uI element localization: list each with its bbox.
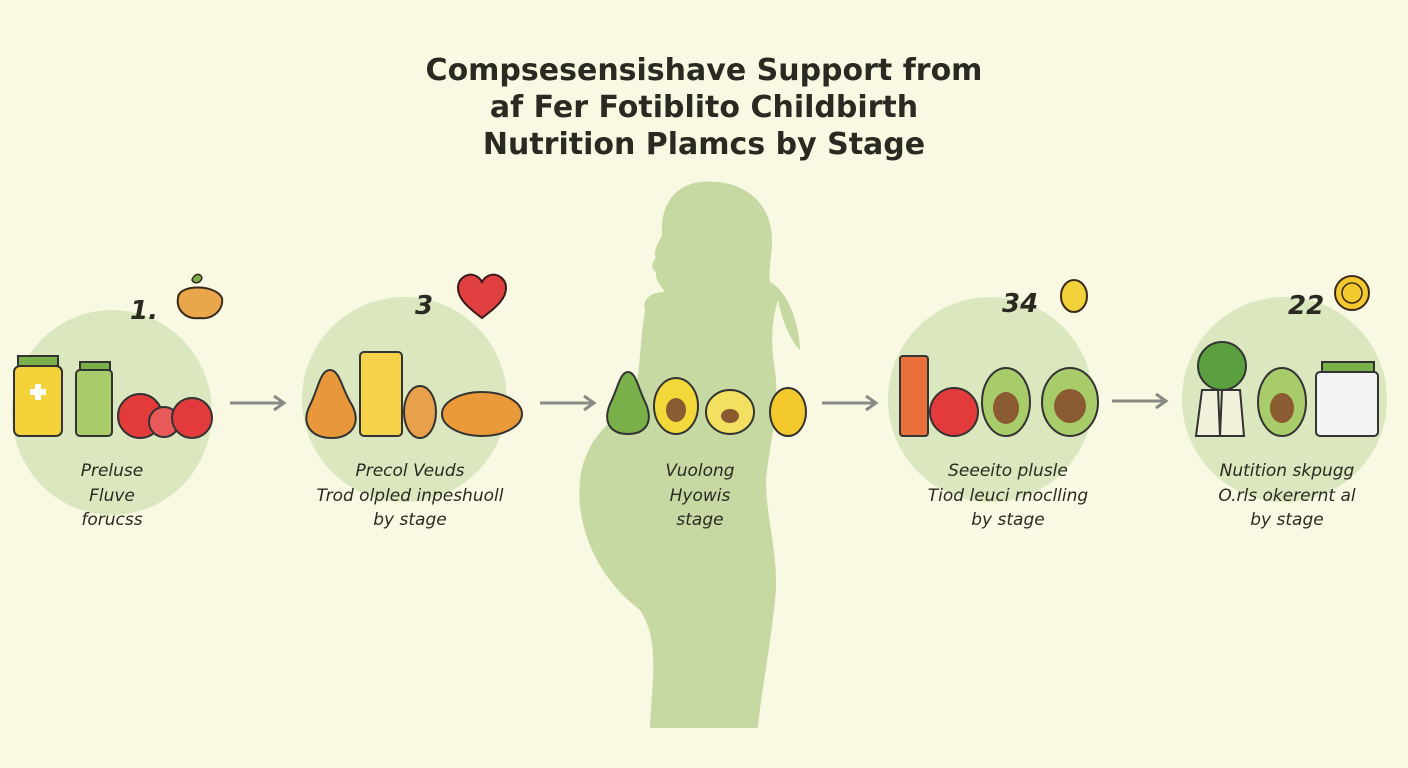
stage-4-foods (899, 355, 1099, 437)
stage-5-foods (1194, 341, 1379, 437)
stage-5-label: Nutition skpugg O.rls okerernt al by sta… (1157, 459, 1408, 533)
label-line: Precol Veuds (355, 461, 465, 481)
avocado-icon (1257, 367, 1307, 437)
stage-1-foods (13, 355, 213, 439)
lemon-icon (769, 387, 807, 437)
label-line: Nutition skpugg (1219, 461, 1355, 481)
title-line: af Fer Fotiblito Childbirth (489, 90, 919, 125)
coin-icon (1334, 275, 1370, 311)
avocado-icon (1041, 367, 1099, 437)
avocado-icon (981, 367, 1031, 437)
label-line: Tiod leuci rnoclling (927, 485, 1089, 506)
pear-icon (606, 370, 650, 436)
supplement-jar-icon (13, 355, 63, 437)
label-line: Seeeito plusle (948, 461, 1068, 481)
stage-1-number: 1. (130, 296, 158, 326)
tomato-icon (171, 397, 213, 439)
label-line: by stage (1250, 510, 1324, 530)
infographic-title: Compsesensishave Support from af Fer Fot… (0, 52, 1408, 163)
avocado-icon (653, 377, 699, 435)
title-line: Nutrition Plamcs by Stage (482, 127, 926, 162)
stage-2-label: Precol Veuds Trod olpled inpeshuoll by s… (280, 459, 540, 533)
mango-icon (441, 391, 523, 437)
supplement-jar-icon (1315, 361, 1379, 437)
broccoli-icon (1194, 341, 1247, 437)
lemon-icon (1060, 279, 1088, 313)
label-line: forucss (81, 510, 143, 530)
avocado-icon (705, 389, 755, 435)
label-line: stage (676, 510, 724, 530)
label-line: by stage (373, 510, 447, 530)
arrow-right-icon (1112, 392, 1169, 410)
juice-glass-icon (899, 355, 929, 437)
pear-icon (305, 368, 357, 440)
label-line: Fluve (89, 485, 135, 506)
stage-3-foods (606, 370, 807, 437)
arrow-right-icon (540, 394, 597, 412)
label-line: Preluse (80, 461, 144, 481)
apple-icon (929, 387, 979, 437)
stage-3-label: Vuolong Hyowis stage (570, 459, 830, 533)
label-line: by stage (971, 510, 1045, 530)
stage-2-foods (305, 351, 523, 440)
arrow-right-icon (822, 394, 879, 412)
heart-icon (456, 273, 508, 320)
stage-5-number: 22 (1288, 291, 1325, 321)
label-line: Hyowis (669, 485, 731, 506)
label-line: Trod olpled inpeshuoll (316, 485, 504, 506)
stage-4-number: 34 (1002, 289, 1039, 319)
label-line: Vuolong (665, 461, 735, 481)
arrow-right-icon (230, 394, 287, 412)
papaya-icon (403, 385, 437, 439)
stage-1-label: Preluse Fluve forucss (0, 459, 242, 533)
stage-4-label: Seeeito plusle Tiod leuci rnoclling by s… (878, 459, 1138, 533)
title-line: Compsesensishave Support from (425, 53, 983, 88)
stage-2-number: 3 (415, 291, 434, 321)
juice-jar-icon (75, 361, 113, 437)
label-line: O.rls okerernt al (1218, 485, 1356, 506)
peach-icon (176, 273, 224, 320)
juice-glass-icon (359, 351, 403, 437)
